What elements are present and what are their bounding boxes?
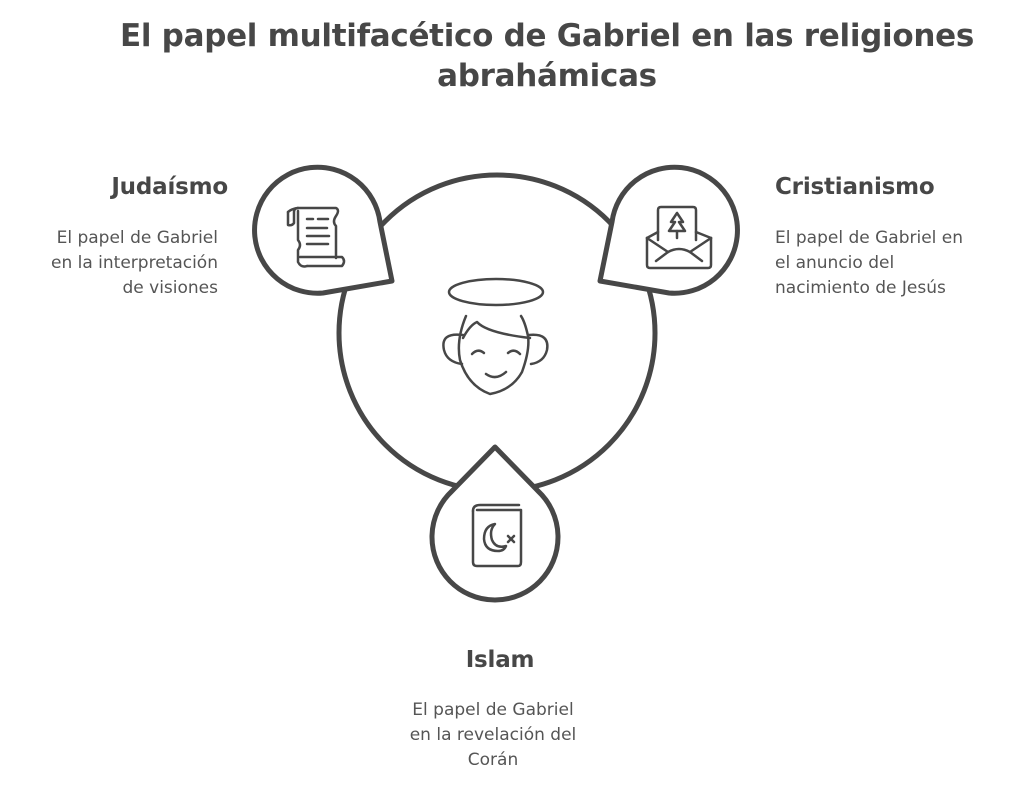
angel-icon xyxy=(442,277,549,396)
judaismo-desc-line-3: de visiones xyxy=(122,278,218,298)
judaismo-title: Judaísmo xyxy=(111,174,228,200)
page-title: El papel multifacético de Gabriel en las… xyxy=(0,16,1024,96)
judaismo-teardrop xyxy=(252,164,395,296)
envelope-card-icon xyxy=(645,205,713,270)
scroll-icon xyxy=(286,206,346,268)
cristianismo-description: El papel de Gabriel en el anuncio del na… xyxy=(775,226,1015,301)
cristianismo-desc-line-3: nacimiento de Jesús xyxy=(775,278,946,298)
islam-desc-line-2: en la revelación del xyxy=(409,725,577,745)
islam-description: El papel de Gabriel en la revelación del… xyxy=(373,698,613,773)
islam-title: Islam xyxy=(465,647,535,673)
cristianismo-title: Cristianismo xyxy=(775,174,935,200)
quran-book-icon xyxy=(471,503,523,568)
judaismo-description: El papel de Gabriel en la interpretación… xyxy=(10,226,218,301)
title-line-2: abrahámicas xyxy=(437,58,657,94)
judaismo-desc-line-2: en la interpretación xyxy=(51,253,218,273)
title-line-1: El papel multifacético de Gabriel en las… xyxy=(119,18,975,54)
islam-desc-line-1: El papel de Gabriel xyxy=(412,700,574,720)
islam-desc-line-3: Corán xyxy=(467,750,519,770)
cristianismo-desc-line-1: El papel de Gabriel en xyxy=(775,228,964,248)
judaismo-desc-line-1: El papel de Gabriel xyxy=(56,228,218,248)
cristianismo-desc-line-2: el anuncio del xyxy=(775,253,895,273)
